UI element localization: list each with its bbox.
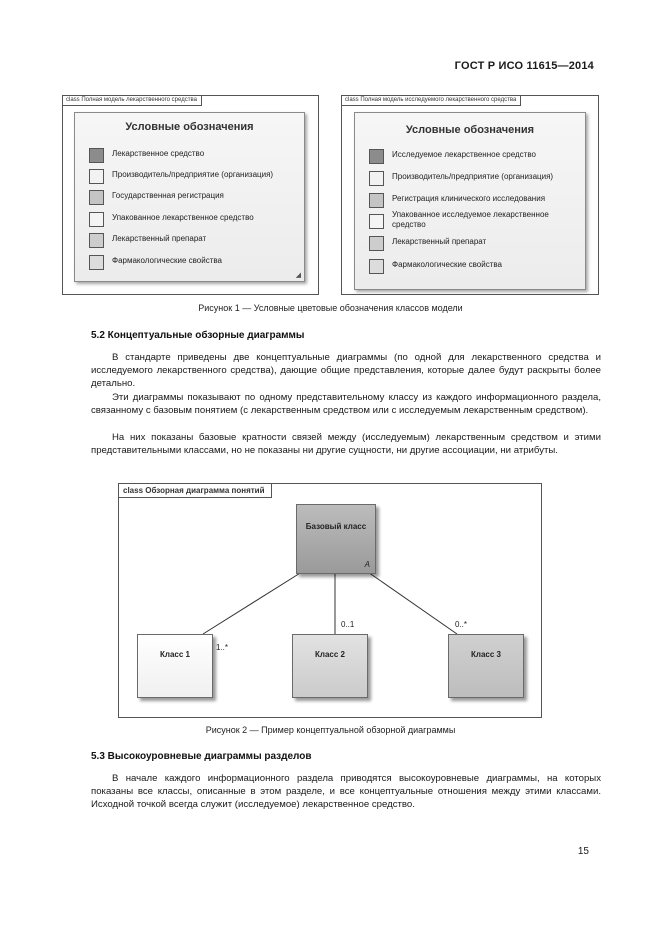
legend-item: Производитель/предприятие (организация) xyxy=(89,169,274,184)
page-number: 15 xyxy=(577,846,589,857)
legend-item: Лекарственный препарат xyxy=(89,233,207,248)
multiplicity-label: 1..* xyxy=(216,643,229,652)
color-swatch xyxy=(369,259,384,274)
color-swatch xyxy=(89,212,104,227)
legend-item: Производитель/предприятие (организация) xyxy=(369,171,554,186)
paragraph: На них показаны базовые кратности связей… xyxy=(91,432,601,456)
color-swatch xyxy=(89,190,104,205)
color-swatch xyxy=(89,255,104,270)
legend-item-label: Упакованное лекарственное средство xyxy=(112,213,254,222)
association-lines xyxy=(202,569,458,635)
base-class-box: Базовый класс A xyxy=(296,504,376,574)
legend-box: Условные обозначения Исследуемое лекарст… xyxy=(354,112,586,290)
color-swatch xyxy=(369,236,384,251)
color-swatch xyxy=(89,169,104,184)
section-heading: 5.2 Концептуальные обзорные диаграммы xyxy=(91,330,305,341)
figure-caption: Рисунок 2 — Пример концептуальной обзорн… xyxy=(205,725,456,735)
legend-item: Государственная регистрация xyxy=(89,190,224,205)
class-box: Класс 3 xyxy=(448,634,524,698)
legend-frame-left: class Полная модель лекарственного средс… xyxy=(62,95,319,295)
legend-item: Фармакологические свойства xyxy=(369,259,502,274)
legend-item-label: Лекарственный препарат xyxy=(112,234,207,243)
class-box: Класс 1 xyxy=(137,634,213,698)
frame-label: class Полная модель лекарственного средс… xyxy=(63,96,202,106)
legend-item: Фармакологические свойства xyxy=(89,255,222,270)
color-swatch xyxy=(89,148,104,163)
class-name: Класс 1 xyxy=(160,650,190,659)
legend-item: Упакованное исследуемое лекарственное ср… xyxy=(369,210,569,230)
legend-item-label: Упакованное исследуемое лекарственное ср… xyxy=(392,210,549,229)
frame-label: class Полная модель исследуемого лекарст… xyxy=(342,96,522,106)
color-swatch xyxy=(369,171,384,186)
frame-label: class Обзорная диаграмма понятий xyxy=(119,484,272,498)
resize-corner-icon: ◢ xyxy=(295,272,301,279)
legend-item-label: Производитель/предприятие (организация) xyxy=(392,172,554,181)
legend-box: Условные обозначения Лекарственное средс… xyxy=(74,112,305,282)
paragraph: В начале каждого информационного раздела… xyxy=(91,773,601,810)
legend-item: Лекарственный препарат xyxy=(369,236,487,251)
legend-item-label: Производитель/предприятие (организация) xyxy=(112,170,274,179)
legend-item: Лекарственное средство xyxy=(89,148,205,163)
abstract-marker: A xyxy=(364,560,370,569)
multiplicity-label: 0..1 xyxy=(341,620,355,629)
paragraph: В стандарте приведены две концептуальные… xyxy=(91,352,601,389)
color-swatch xyxy=(369,149,384,164)
class-name: Базовый класс xyxy=(305,522,367,531)
section-heading: 5.3 Высокоуровневые диаграммы разделов xyxy=(91,751,312,762)
color-swatch xyxy=(369,214,384,229)
concept-diagram-frame: class Обзорная диаграмма понятий Базовый… xyxy=(118,483,542,718)
legend-title: Условные обозначения xyxy=(405,124,535,136)
document-header: ГОСТ Р ИСО 11615—2014 xyxy=(454,60,594,72)
association-line-class3 xyxy=(364,569,458,635)
association-line-class1 xyxy=(202,569,306,635)
legend-item-label: Фармакологические свойства xyxy=(112,256,222,265)
figure-caption: Рисунок 1 — Условные цветовые обозначени… xyxy=(198,303,463,313)
color-swatch xyxy=(89,233,104,248)
legend-item-label: Государственная регистрация xyxy=(112,191,224,200)
legend-title: Условные обозначения xyxy=(125,121,254,133)
class-name: Класс 2 xyxy=(315,650,345,659)
paragraph: Эти диаграммы показывают по одному предс… xyxy=(91,392,601,416)
legend-item-label: Фармакологические свойства xyxy=(392,260,502,269)
class-box: Класс 2 xyxy=(292,634,368,698)
color-swatch xyxy=(369,193,384,208)
legend-item: Упакованное лекарственное средство xyxy=(89,212,254,227)
legend-item-label: Лекарственное средство xyxy=(112,149,205,158)
multiplicity-label: 0..* xyxy=(455,620,468,629)
legend-item: Регистрация клинического исследования xyxy=(369,193,546,208)
legend-item-label: Лекарственный препарат xyxy=(392,237,487,246)
class-name: Класс 3 xyxy=(471,650,501,659)
legend-frame-right: class Полная модель исследуемого лекарст… xyxy=(341,95,599,295)
legend-item: Исследуемое лекарственное средство xyxy=(369,149,536,164)
legend-item-label: Исследуемое лекарственное средство xyxy=(392,150,536,159)
legend-item-label: Регистрация клинического исследования xyxy=(392,194,546,203)
